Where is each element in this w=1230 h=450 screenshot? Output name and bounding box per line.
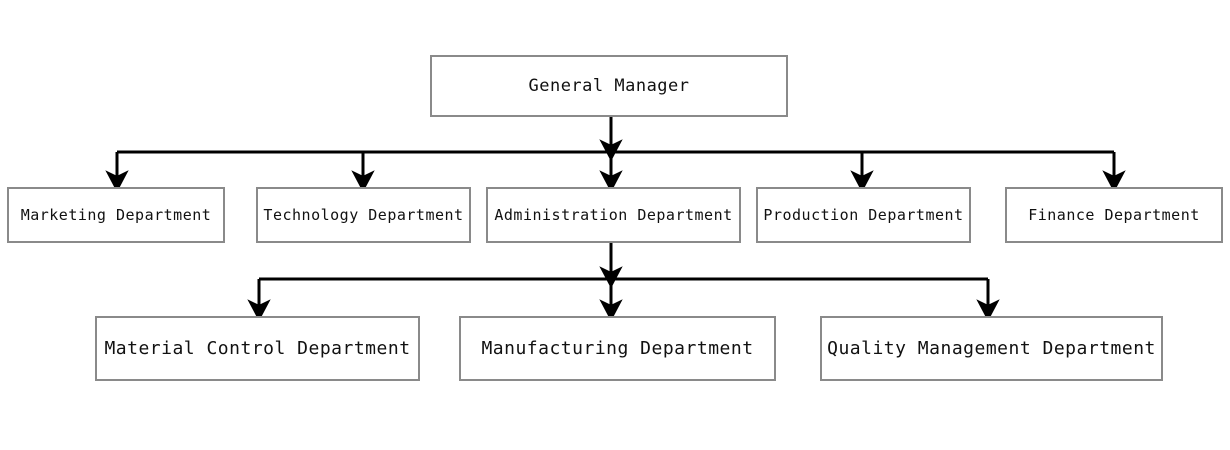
node-general-manager[interactable]: General Manager	[430, 55, 788, 117]
node-label-material-control-department: Material Control Department	[104, 338, 411, 359]
node-technology-department[interactable]: Technology Department	[256, 187, 471, 243]
node-label-finance-department: Finance Department	[1028, 206, 1200, 224]
node-label-quality-management-department: Quality Management Department	[827, 338, 1156, 359]
node-label-technology-department: Technology Department	[263, 206, 464, 224]
node-manufacturing-department[interactable]: Manufacturing Department	[459, 316, 776, 381]
node-marketing-department[interactable]: Marketing Department	[7, 187, 225, 243]
node-quality-management-department[interactable]: Quality Management Department	[820, 316, 1163, 381]
node-administration-department[interactable]: Administration Department	[486, 187, 741, 243]
node-material-control-department[interactable]: Material Control Department	[95, 316, 420, 381]
node-label-production-department: Production Department	[763, 206, 964, 224]
node-label-manufacturing-department: Manufacturing Department	[481, 338, 754, 359]
node-finance-department[interactable]: Finance Department	[1005, 187, 1223, 243]
node-production-department[interactable]: Production Department	[756, 187, 971, 243]
node-label-general-manager: General Manager	[528, 76, 690, 96]
node-label-administration-department: Administration Department	[494, 206, 733, 224]
node-label-marketing-department: Marketing Department	[20, 206, 212, 224]
